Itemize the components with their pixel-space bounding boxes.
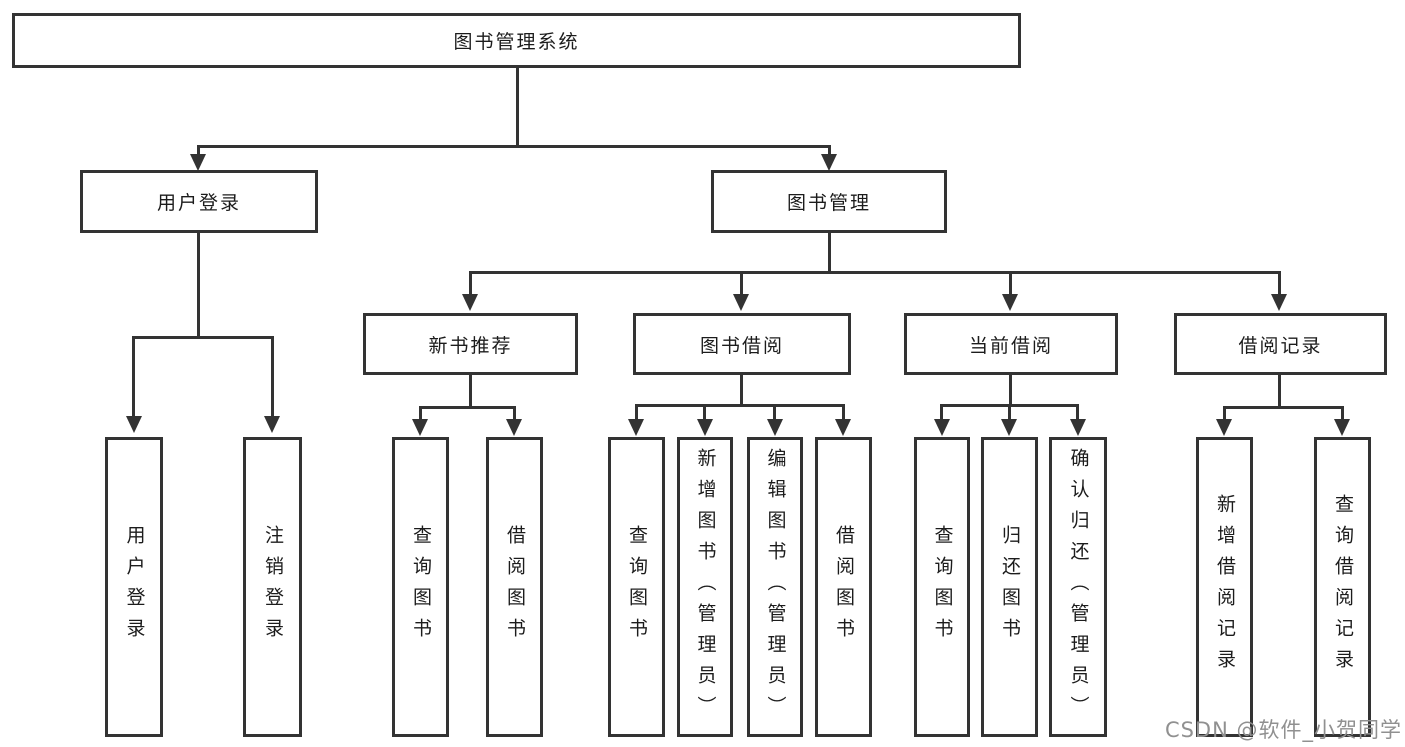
arrowhead-bb-add <box>697 419 713 436</box>
connector-user-login-span <box>133 336 273 339</box>
node-current-borrow-label: 当前借阅 <box>968 334 1053 357</box>
connector-book-mgmt-trunk <box>828 233 831 274</box>
arrowhead-cb-query <box>934 419 950 436</box>
leaf-newbook-query: 查询图书 <box>392 437 449 737</box>
node-borrow-records-label: 借阅记录 <box>1238 334 1323 357</box>
node-current-borrow: 当前借阅 <box>904 313 1118 375</box>
leaf-logout-label: 注销登录 <box>262 525 284 649</box>
connector-stub-book-mgmt <box>828 145 831 158</box>
connector-stub-leaf-user-login <box>132 336 135 418</box>
connector-book-borrow-span <box>635 404 845 407</box>
node-book-borrow-label: 图书借阅 <box>699 334 784 357</box>
leaf-current-query-label: 查询图书 <box>931 525 954 649</box>
arrowhead-cb-return <box>1001 419 1017 436</box>
leaf-user-login-label: 用户登录 <box>123 525 146 649</box>
arrowhead-br-add <box>1216 419 1232 436</box>
connector-stub-br-add <box>1223 406 1226 420</box>
connector-stub-current-borrow <box>1009 271 1012 295</box>
connector-root-span <box>197 145 830 148</box>
arrowhead-nb-query <box>412 419 428 436</box>
arrowhead-leaf-logout <box>264 416 280 433</box>
arrowhead-bb-query <box>628 419 644 436</box>
leaf-records-query: 查询借阅记录 <box>1314 437 1371 737</box>
connector-new-book-rec-span <box>419 406 516 409</box>
leaf-records-add: 新增借阅记录 <box>1196 437 1253 737</box>
leaf-current-confirm: 确认归还（管理员） <box>1049 437 1107 737</box>
connector-stub-cb-confirm <box>1076 404 1079 419</box>
node-new-book-rec-label: 新书推荐 <box>428 334 513 357</box>
node-root-label: 图书管理系统 <box>453 31 580 53</box>
connector-new-book-rec-trunk <box>469 375 472 409</box>
arrowhead-book-mgmt <box>821 154 837 171</box>
connector-stub-user-login <box>197 145 200 158</box>
node-root: 图书管理系统 <box>12 13 1021 68</box>
arrowhead-book-borrow <box>733 294 749 311</box>
connector-borrow-records-span <box>1223 406 1343 409</box>
leaf-logout: 注销登录 <box>243 437 302 737</box>
node-book-borrow: 图书借阅 <box>633 313 851 375</box>
node-book-mgmt: 图书管理 <box>711 170 947 233</box>
leaf-borrow-add: 新增图书（管理员） <box>677 437 733 737</box>
connector-user-login-trunk <box>197 233 200 337</box>
leaf-newbook-borrow: 借阅图书 <box>486 437 543 737</box>
leaf-records-query-label: 查询借阅记录 <box>1332 494 1354 680</box>
leaf-current-return: 归还图书 <box>981 437 1038 737</box>
connector-stub-book-borrow <box>740 271 743 295</box>
leaf-borrow-borrow: 借阅图书 <box>815 437 872 737</box>
arrowhead-nb-borrow <box>506 419 522 436</box>
arrowhead-borrow-records <box>1271 294 1287 311</box>
leaf-current-confirm-label: 确认归还（管理员） <box>1067 447 1090 727</box>
arrowhead-leaf-user-login <box>126 416 142 433</box>
node-user-login-label: 用户登录 <box>156 192 241 214</box>
node-new-book-rec: 新书推荐 <box>363 313 578 375</box>
connector-stub-leaf-logout <box>271 336 274 418</box>
leaf-current-return-label: 归还图书 <box>999 525 1021 649</box>
node-borrow-records: 借阅记录 <box>1174 313 1387 375</box>
connector-book-mgmt-span <box>469 271 1281 274</box>
connector-stub-br-query <box>1341 406 1344 420</box>
leaf-borrow-edit-label: 编辑图书（管理员） <box>764 447 787 727</box>
connector-stub-nb-query <box>419 406 422 420</box>
leaf-newbook-borrow-label: 借阅图书 <box>504 525 526 649</box>
leaf-borrow-edit: 编辑图书（管理员） <box>747 437 803 737</box>
arrowhead-new-book-rec <box>462 294 478 311</box>
node-book-mgmt-label: 图书管理 <box>786 192 871 214</box>
leaf-newbook-query-label: 查询图书 <box>410 525 432 649</box>
arrowhead-bb-edit <box>767 419 783 436</box>
leaf-borrow-query: 查询图书 <box>608 437 665 737</box>
connector-stub-bb-edit <box>773 404 776 419</box>
leaf-borrow-query-label: 查询图书 <box>626 525 648 649</box>
leaf-records-add-label: 新增借阅记录 <box>1214 494 1236 680</box>
leaf-user-login: 用户登录 <box>105 437 163 737</box>
arrowhead-bb-borrow <box>835 419 851 436</box>
connector-root-trunk <box>516 68 519 146</box>
leaf-borrow-borrow-label: 借阅图书 <box>833 525 855 649</box>
connector-stub-nb-borrow <box>513 406 516 420</box>
node-user-login: 用户登录 <box>80 170 318 233</box>
connector-stub-cb-query <box>940 404 943 419</box>
arrowhead-user-login <box>190 154 206 171</box>
connector-stub-cb-return <box>1008 404 1011 419</box>
connector-stub-borrow-records <box>1278 271 1281 295</box>
arrowhead-br-query <box>1334 419 1350 436</box>
arrowhead-cb-confirm <box>1070 419 1086 436</box>
leaf-borrow-add-label: 新增图书（管理员） <box>694 447 717 727</box>
csdn-watermark: CSDN @软件_小贺同学 <box>1164 718 1402 742</box>
connector-stub-bb-borrow <box>842 404 845 419</box>
connector-book-borrow-trunk <box>740 375 743 407</box>
connector-stub-bb-query <box>635 404 638 419</box>
connector-current-borrow-trunk <box>1009 375 1012 407</box>
connector-borrow-records-trunk <box>1278 375 1281 409</box>
leaf-current-query: 查询图书 <box>914 437 970 737</box>
arrowhead-current-borrow <box>1002 294 1018 311</box>
connector-stub-new-book-rec <box>469 271 472 295</box>
connector-stub-bb-add <box>703 404 706 419</box>
